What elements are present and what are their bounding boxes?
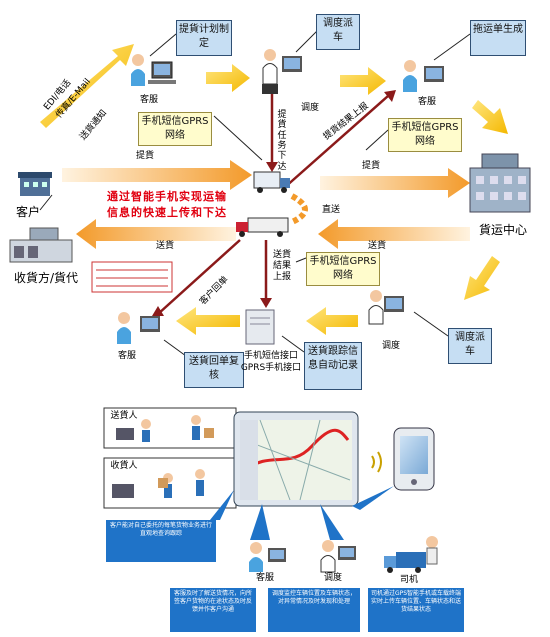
arrow-deliver-left <box>76 219 236 249</box>
direct-label: 直送 <box>321 205 340 215</box>
arrow-pickup-right <box>320 168 470 198</box>
receiver-label: 收貨人 <box>110 461 138 471</box>
banner-line-2: 信息的快速上传和下达 <box>107 206 227 219</box>
consignee-warehouse-icon <box>9 227 73 263</box>
note-customer: 客户能对自己委托的每笔货物业务进行直观地查询跟踪 <box>106 520 216 562</box>
bottom-driver-label: 司机 <box>399 575 418 585</box>
pickup-right-label: 提貨 <box>361 161 380 171</box>
sms-iface-label: 手机短信接口 <box>243 351 298 361</box>
delivery-report-label: 送貨結果上报 <box>272 250 291 282</box>
arrow-deliver-right <box>318 219 470 249</box>
receiver-scene-icon <box>112 469 205 498</box>
smartphone-icon <box>393 427 435 491</box>
cs-label-1: 客服 <box>139 95 158 105</box>
customer-label: 客户 <box>15 205 40 219</box>
signal-icon <box>371 451 382 473</box>
deliver-right-label: 送貨 <box>367 241 386 251</box>
arrow-center-to-dispatch <box>464 256 500 300</box>
truck-icon-bottom <box>236 217 289 237</box>
bubble-customer-pointer <box>210 490 234 520</box>
banner-line-1: 通过智能手机实现运输 <box>107 190 227 203</box>
dispatcher-label-1: 调度 <box>300 103 319 113</box>
bubble-driver-pointer <box>352 486 394 510</box>
dispatch-box-top: 调度派车 <box>316 14 360 50</box>
arrow-edi <box>40 44 134 128</box>
cs-person-icon-1 <box>131 54 176 86</box>
cs-person-icon-bottom <box>249 542 286 572</box>
dispatcher-label-2: 调度 <box>381 341 400 351</box>
bubble-dispatch-pointer <box>320 504 344 540</box>
bubble-cs-pointer <box>250 504 270 540</box>
receipt-review-box: 送貨回单复核 <box>184 352 244 388</box>
consignee-label: 收貨方/貨代 <box>13 271 79 285</box>
note-dispatch: 调度监控车辆位置及车辆状态，对异常情况及时发现和处理 <box>268 588 360 632</box>
dispatcher-icon-1 <box>262 49 302 94</box>
sms-gprs-box-3: 手机短信GPRS网络 <box>306 252 380 286</box>
pickup-left-label: 提貨 <box>135 151 154 161</box>
freight-center-label: 貨运中心 <box>478 223 527 237</box>
cs-person-icon-3 <box>117 312 160 344</box>
cs-person-icon-2 <box>403 60 444 92</box>
note-cs: 客服及时了解送货情况，向所签客户货物的在途状态及时反馈并作客户沟通 <box>170 588 256 632</box>
note-driver: 司机通过GPS智能手机或车载终端实时上传车辆位置、车辆状态和送货结果状态 <box>368 588 464 632</box>
server-icon <box>245 309 275 345</box>
bottom-dispatch-label: 调度 <box>323 573 342 583</box>
customer-building-icon <box>18 172 52 196</box>
driver-truck-icon <box>384 536 438 573</box>
deliver-left-label: 送貨 <box>155 241 174 251</box>
receiver-panel <box>103 457 237 509</box>
arrow-dispatch-to-cs <box>340 67 386 95</box>
arrow-down-right <box>472 100 508 134</box>
receipt-document-icon <box>91 261 173 293</box>
sender-scene-icon <box>116 415 214 442</box>
dispatcher-icon-bottom <box>320 540 356 573</box>
bottom-cs-label: 客服 <box>255 573 274 583</box>
cs-label-3: 客服 <box>117 351 136 361</box>
arrow-pickup-left <box>62 160 252 190</box>
dispatch-box-right: 调度派车 <box>448 328 492 364</box>
dispatcher-icon-2 <box>368 290 404 325</box>
arrow-tracking-to-cs <box>176 307 240 335</box>
sender-label: 送貨人 <box>110 411 138 421</box>
arrow-customer-receipt <box>157 239 241 315</box>
tracking-record-box: 送貨跟踪信息自动记录 <box>304 342 362 390</box>
arrow-pickup-report <box>283 95 389 189</box>
truck-generate-box: 拖运单生成 <box>470 20 526 56</box>
arrow-cs-to-plan <box>206 64 250 92</box>
freight-center-building-icon <box>469 153 531 213</box>
sms-gprs-box-2: 手机短信GPRS网络 <box>388 118 462 152</box>
truck-icon-top <box>253 171 290 193</box>
map-window-icon <box>233 411 359 507</box>
cs-label-2: 客服 <box>417 97 436 107</box>
plan-box: 提貨计划制定 <box>176 20 232 56</box>
arrow-to-dispatch-bottom <box>306 307 358 335</box>
sms-gprs-box-1: 手机短信GPRS网络 <box>138 112 212 146</box>
arrow-direct-curve <box>290 193 308 225</box>
gprs-iface-label: GPRS手机接口 <box>240 363 302 373</box>
pickup-order-label: 提貨任务下达 <box>277 110 287 172</box>
